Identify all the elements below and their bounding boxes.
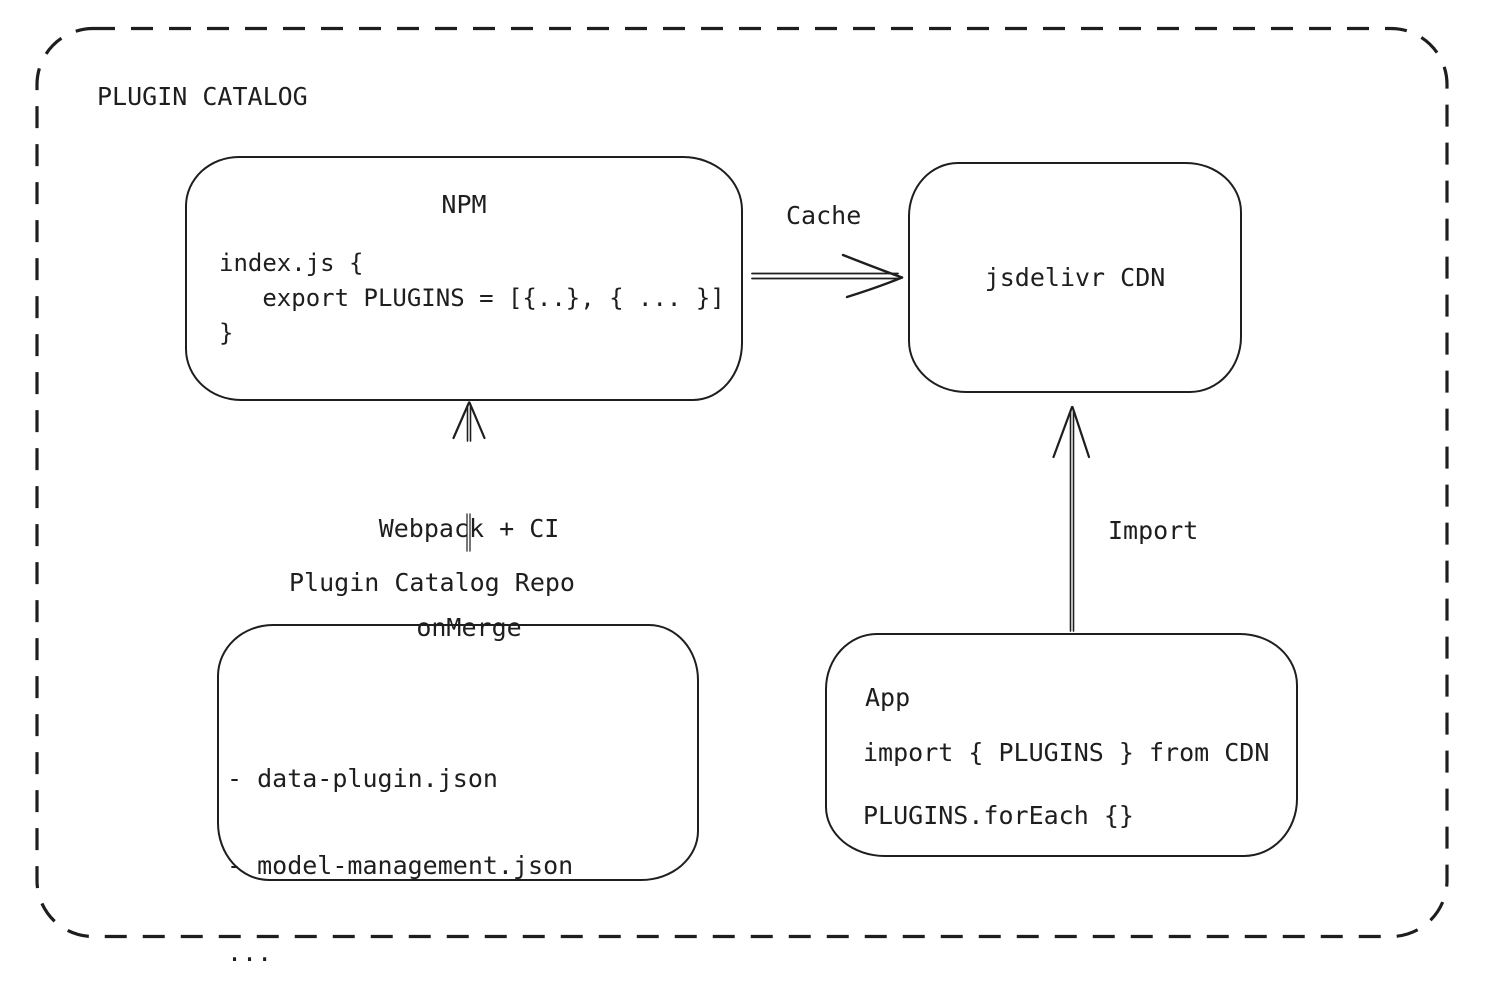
import-arrowhead-left — [1052, 405, 1074, 459]
repo-file-item: - data-plugin.json — [227, 764, 498, 793]
frame-title: PLUGIN CATALOG — [97, 82, 308, 111]
node-cdn: jsdelivr CDN — [908, 162, 1242, 393]
import-edge-label: Import — [1108, 516, 1199, 545]
build-edge-label: Webpack + CI onMerge — [329, 446, 609, 710]
repo-more-item: ... — [227, 938, 273, 967]
cdn-node-label: jsdelivr CDN — [984, 263, 1166, 292]
import-arrow — [1052, 405, 1091, 632]
cache-arrowhead-upper — [841, 253, 904, 279]
cache-edge-label: Cache — [786, 201, 862, 230]
build-arrowhead-left — [452, 401, 471, 440]
build-arrowhead-right — [468, 401, 486, 440]
repo-file-item: - model-management.json — [227, 851, 574, 880]
npm-code-block: index.js { export PLUGINS = [{..}, { ...… — [219, 249, 725, 347]
node-npm: NPM index.js { export PLUGINS = [{..}, {… — [185, 156, 743, 401]
build-edge-label-line1: Webpack + CI — [378, 514, 560, 543]
build-edge-label-line2: onMerge — [416, 613, 522, 642]
app-code-import: import { PLUGINS } from CDN — [863, 738, 1270, 767]
import-arrowhead-right — [1071, 405, 1091, 459]
cache-arrowhead-lower — [845, 276, 904, 299]
npm-node-title: NPM — [441, 190, 487, 219]
cache-arrow — [751, 253, 904, 299]
app-code-foreach: PLUGINS.forEach {} — [863, 801, 1134, 830]
app-node-title: App — [865, 683, 911, 712]
repo-file-list: - data-plugin.json - model-management.js… — [227, 706, 573, 1002]
node-app: App import { PLUGINS } from CDN PLUGINS.… — [825, 633, 1298, 857]
